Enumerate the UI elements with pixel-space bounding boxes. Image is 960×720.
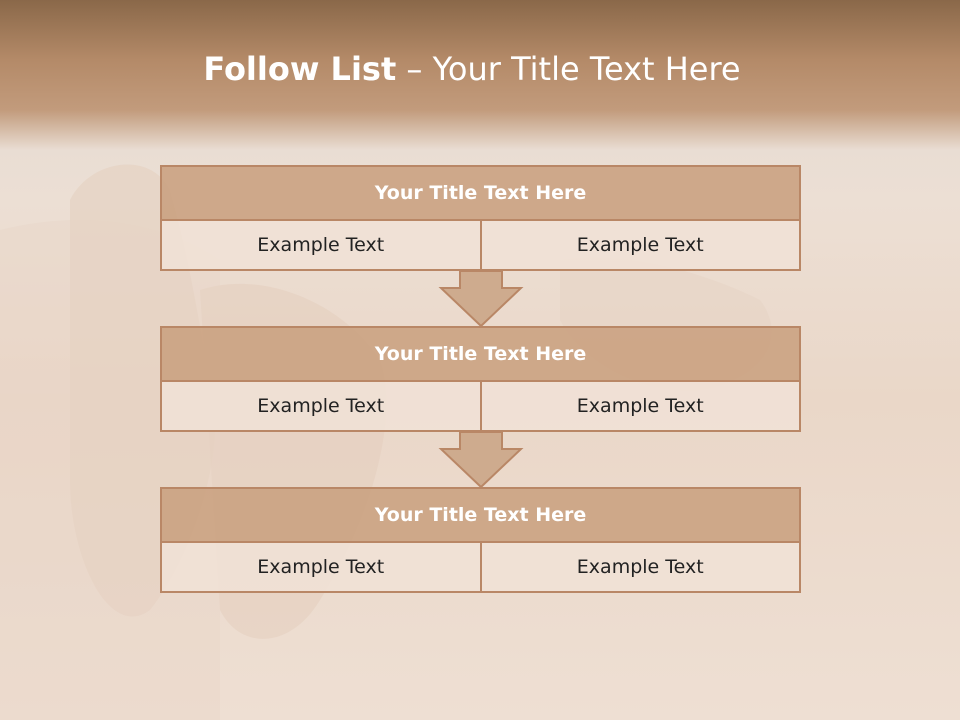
- down-arrow-icon: [438, 431, 524, 489]
- step-right-cell: Example Text: [481, 221, 801, 271]
- step-right-cell: Example Text: [481, 543, 801, 593]
- step-title: Your Title Text Here: [160, 165, 801, 221]
- down-arrow-icon: [438, 270, 524, 328]
- step-title: Your Title Text Here: [160, 326, 801, 382]
- title-bold-text: Follow List: [203, 50, 397, 88]
- step-right-cell: Example Text: [481, 382, 801, 432]
- step-row: Example Text Example Text: [160, 221, 801, 271]
- step-left-cell: Example Text: [160, 543, 482, 593]
- title-rest-text: – Your Title Text Here: [396, 50, 741, 88]
- step-left-cell: Example Text: [160, 382, 482, 432]
- step-title: Your Title Text Here: [160, 487, 801, 543]
- step-block-2: Your Title Text Here Example Text Exampl…: [160, 326, 801, 432]
- step-block-3: Your Title Text Here Example Text Exampl…: [160, 487, 801, 593]
- step-row: Example Text Example Text: [160, 382, 801, 432]
- step-block-1: Your Title Text Here Example Text Exampl…: [160, 165, 801, 271]
- slide-title: Follow List – Your Title Text Here: [0, 50, 944, 88]
- step-left-cell: Example Text: [160, 221, 482, 271]
- step-row: Example Text Example Text: [160, 543, 801, 593]
